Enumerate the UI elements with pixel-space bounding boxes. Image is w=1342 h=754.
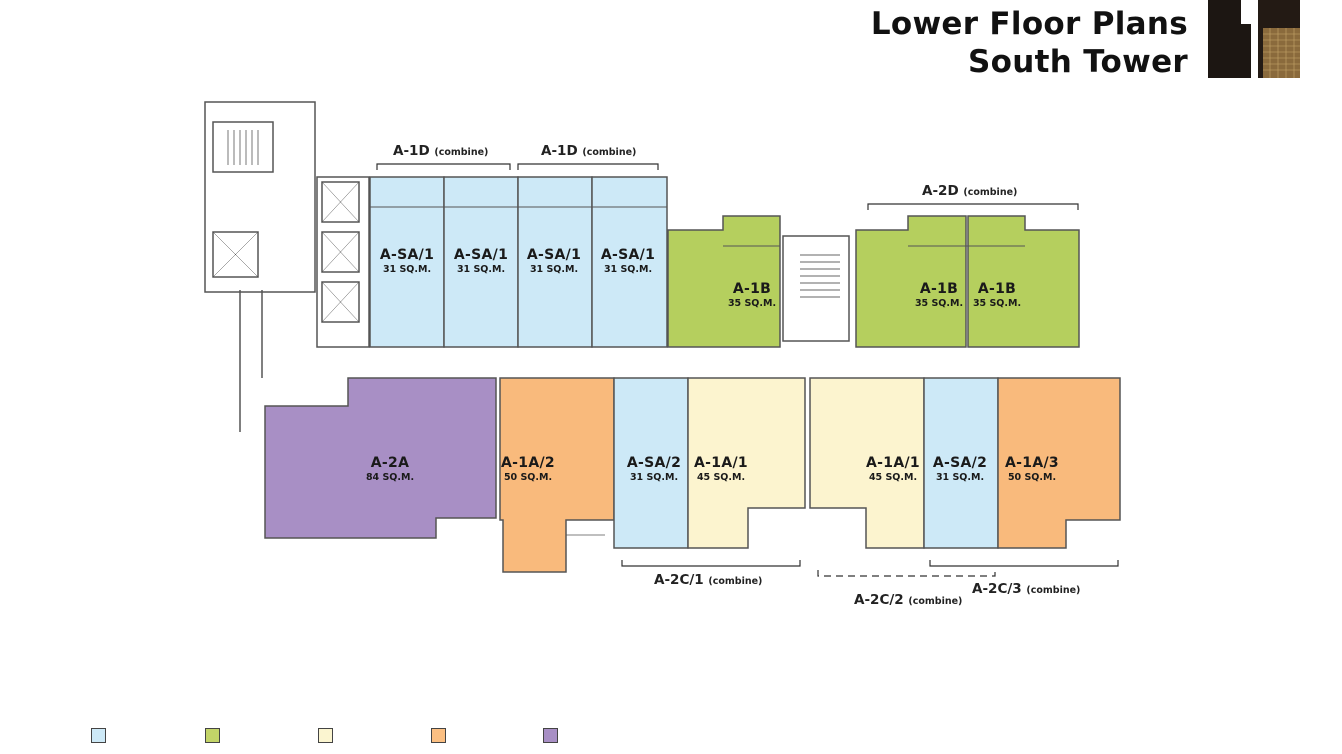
combine-label-a-2c3: A-2C/3 (combine)	[972, 581, 1081, 597]
stair-core	[782, 235, 850, 342]
unit-a-1b-2	[855, 215, 967, 348]
combine-label-a-2d: A-2D (combine)	[922, 183, 1018, 199]
combine-label-a-2c1: A-2C/1 (combine)	[654, 572, 763, 588]
unit-a-1a1-1	[687, 377, 806, 549]
legend-swatch-studio	[91, 728, 106, 743]
legend-swatch-1a1	[318, 728, 333, 743]
legend-swatch-1b	[205, 728, 220, 743]
combine-label-a-2c2: A-2C/2 (combine)	[854, 592, 963, 608]
unit-a-2a	[264, 377, 497, 539]
title-line-1: Lower Floor Plans	[870, 6, 1188, 42]
unit-a-sa1-3	[517, 176, 593, 348]
unit-a-1b-3	[967, 215, 1080, 348]
combine-label-a-1d-1: A-1D (combine)	[393, 143, 489, 159]
legend-swatch-2a	[543, 728, 558, 743]
combine-label-a-1d-2: A-1D (combine)	[541, 143, 637, 159]
legend-swatch-1a	[431, 728, 446, 743]
title-line-2: South Tower	[968, 44, 1188, 80]
unit-a-sa1-1	[369, 176, 445, 348]
tower-thumbnail-icon	[1208, 0, 1300, 78]
unit-a-sa1-4	[591, 176, 668, 348]
unit-a-1b-1	[667, 215, 781, 348]
unit-a-1a3	[997, 377, 1121, 549]
elevator-left	[212, 231, 259, 278]
